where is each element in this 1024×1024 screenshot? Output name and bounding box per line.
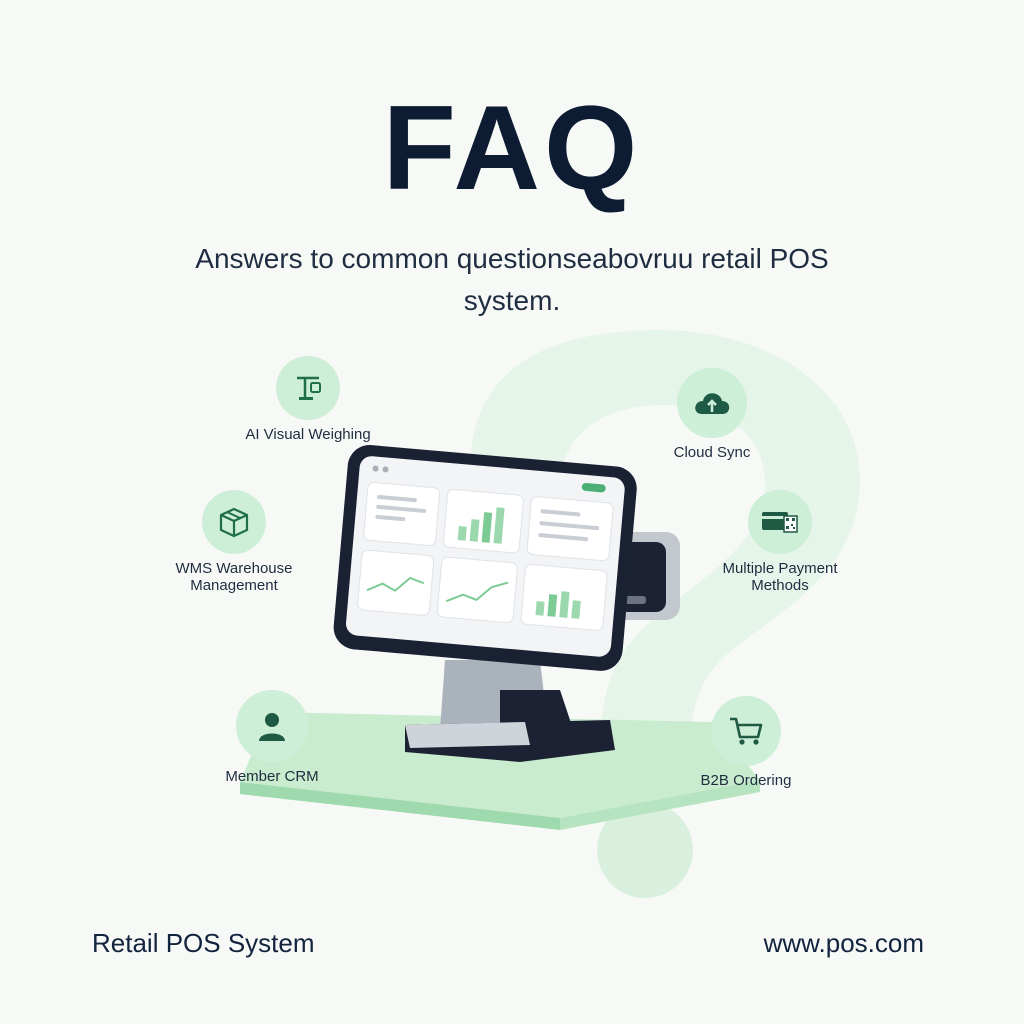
page-subtitle: Answers to common questionsеаbovruu reta…	[195, 243, 829, 316]
cart-icon	[730, 717, 763, 745]
feature-member-crm: Member CRM	[192, 690, 352, 785]
card-qr-icon	[762, 512, 798, 533]
feature-wms-warehouse-management: WMS Warehouse Management	[154, 490, 314, 594]
feature-icon-circle	[236, 690, 308, 762]
feature-icon-circle	[202, 490, 266, 554]
feature-icon-circle	[677, 368, 747, 438]
scale-icon	[297, 376, 321, 400]
platform	[240, 712, 760, 818]
page-title: FAQ	[382, 81, 642, 215]
feature-label: Multiple Payment Methods	[722, 560, 838, 594]
feature-label: WMS Warehouse Management	[175, 560, 293, 594]
feature-ai-visual-weighing: AI Visual Weighing	[228, 356, 388, 443]
feature-cloud-sync: Cloud Sync	[632, 368, 792, 461]
user-icon	[259, 713, 285, 741]
footer-url[interactable]: www.pos.com	[763, 928, 924, 958]
feature-icon-circle	[748, 490, 812, 554]
cloud-upload-icon	[695, 393, 730, 414]
question-mark-dot	[597, 802, 693, 898]
terminal-screen	[333, 445, 637, 671]
feature-label: B2B Ordering	[700, 772, 792, 789]
feature-icon-circle	[711, 696, 781, 766]
feature-b2b-ordering: B2B Ordering	[666, 696, 826, 789]
feature-label: Cloud Sync	[673, 444, 751, 461]
feature-icon-circle	[276, 356, 340, 420]
footer-brand: Retail POS System	[92, 928, 315, 958]
question-mark-shape	[470, 330, 860, 760]
feature-label: AI Visual Weighing	[245, 426, 371, 443]
feature-label: Member CRM	[225, 768, 319, 785]
box-icon	[219, 507, 249, 538]
feature-multiple-payment-methods: Multiple Payment Methods	[700, 490, 860, 594]
